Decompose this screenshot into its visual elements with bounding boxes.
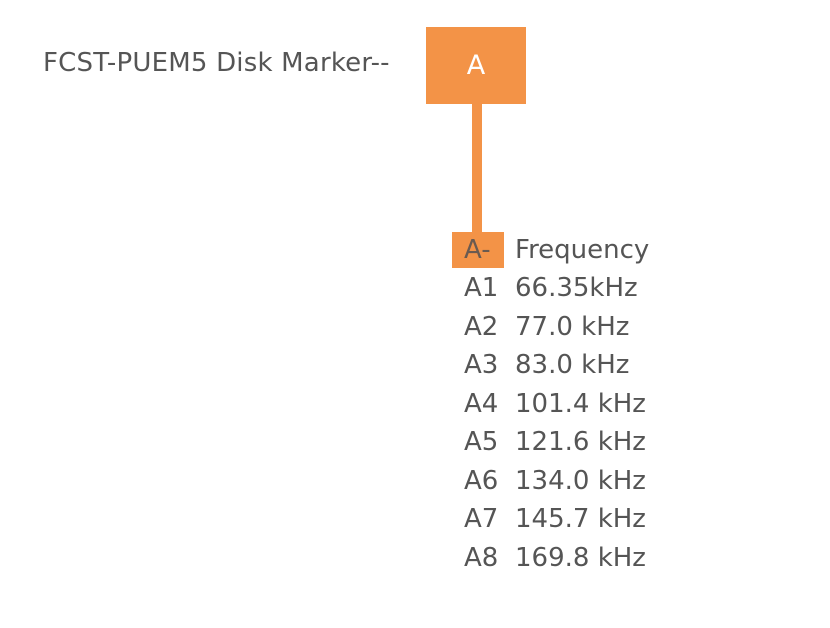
table-row-id: A6 xyxy=(464,466,499,496)
table-row-id: A1 xyxy=(464,273,499,303)
table-row-value: 121.6 kHz xyxy=(515,427,646,457)
table-row-id: A4 xyxy=(464,389,499,419)
table-row-value: 83.0 kHz xyxy=(515,350,630,380)
table-row-id: A5 xyxy=(464,427,499,457)
table-header-label: Frequency xyxy=(515,235,650,265)
diagram-title: FCST-PUEM5 Disk Marker-- xyxy=(43,48,390,78)
table-row-value: 134.0 kHz xyxy=(515,466,646,496)
table-row-id: A2 xyxy=(464,312,499,342)
table-row-value: 66.35kHz xyxy=(515,273,638,303)
table-row-id: A3 xyxy=(464,350,499,380)
disk-marker-box: A xyxy=(426,27,526,104)
marker-connector-line xyxy=(472,104,482,242)
table-row-id: A8 xyxy=(464,543,499,573)
disk-marker-letter: A xyxy=(466,50,486,81)
table-row-value: 145.7 kHz xyxy=(515,504,646,534)
table-row-id: A7 xyxy=(464,504,499,534)
table-header-id: A- xyxy=(464,235,491,265)
table-row-value: 169.8 kHz xyxy=(515,543,646,573)
table-header-tag xyxy=(452,232,504,268)
table-row-value: 77.0 kHz xyxy=(515,312,630,342)
table-row-value: 101.4 kHz xyxy=(515,389,646,419)
